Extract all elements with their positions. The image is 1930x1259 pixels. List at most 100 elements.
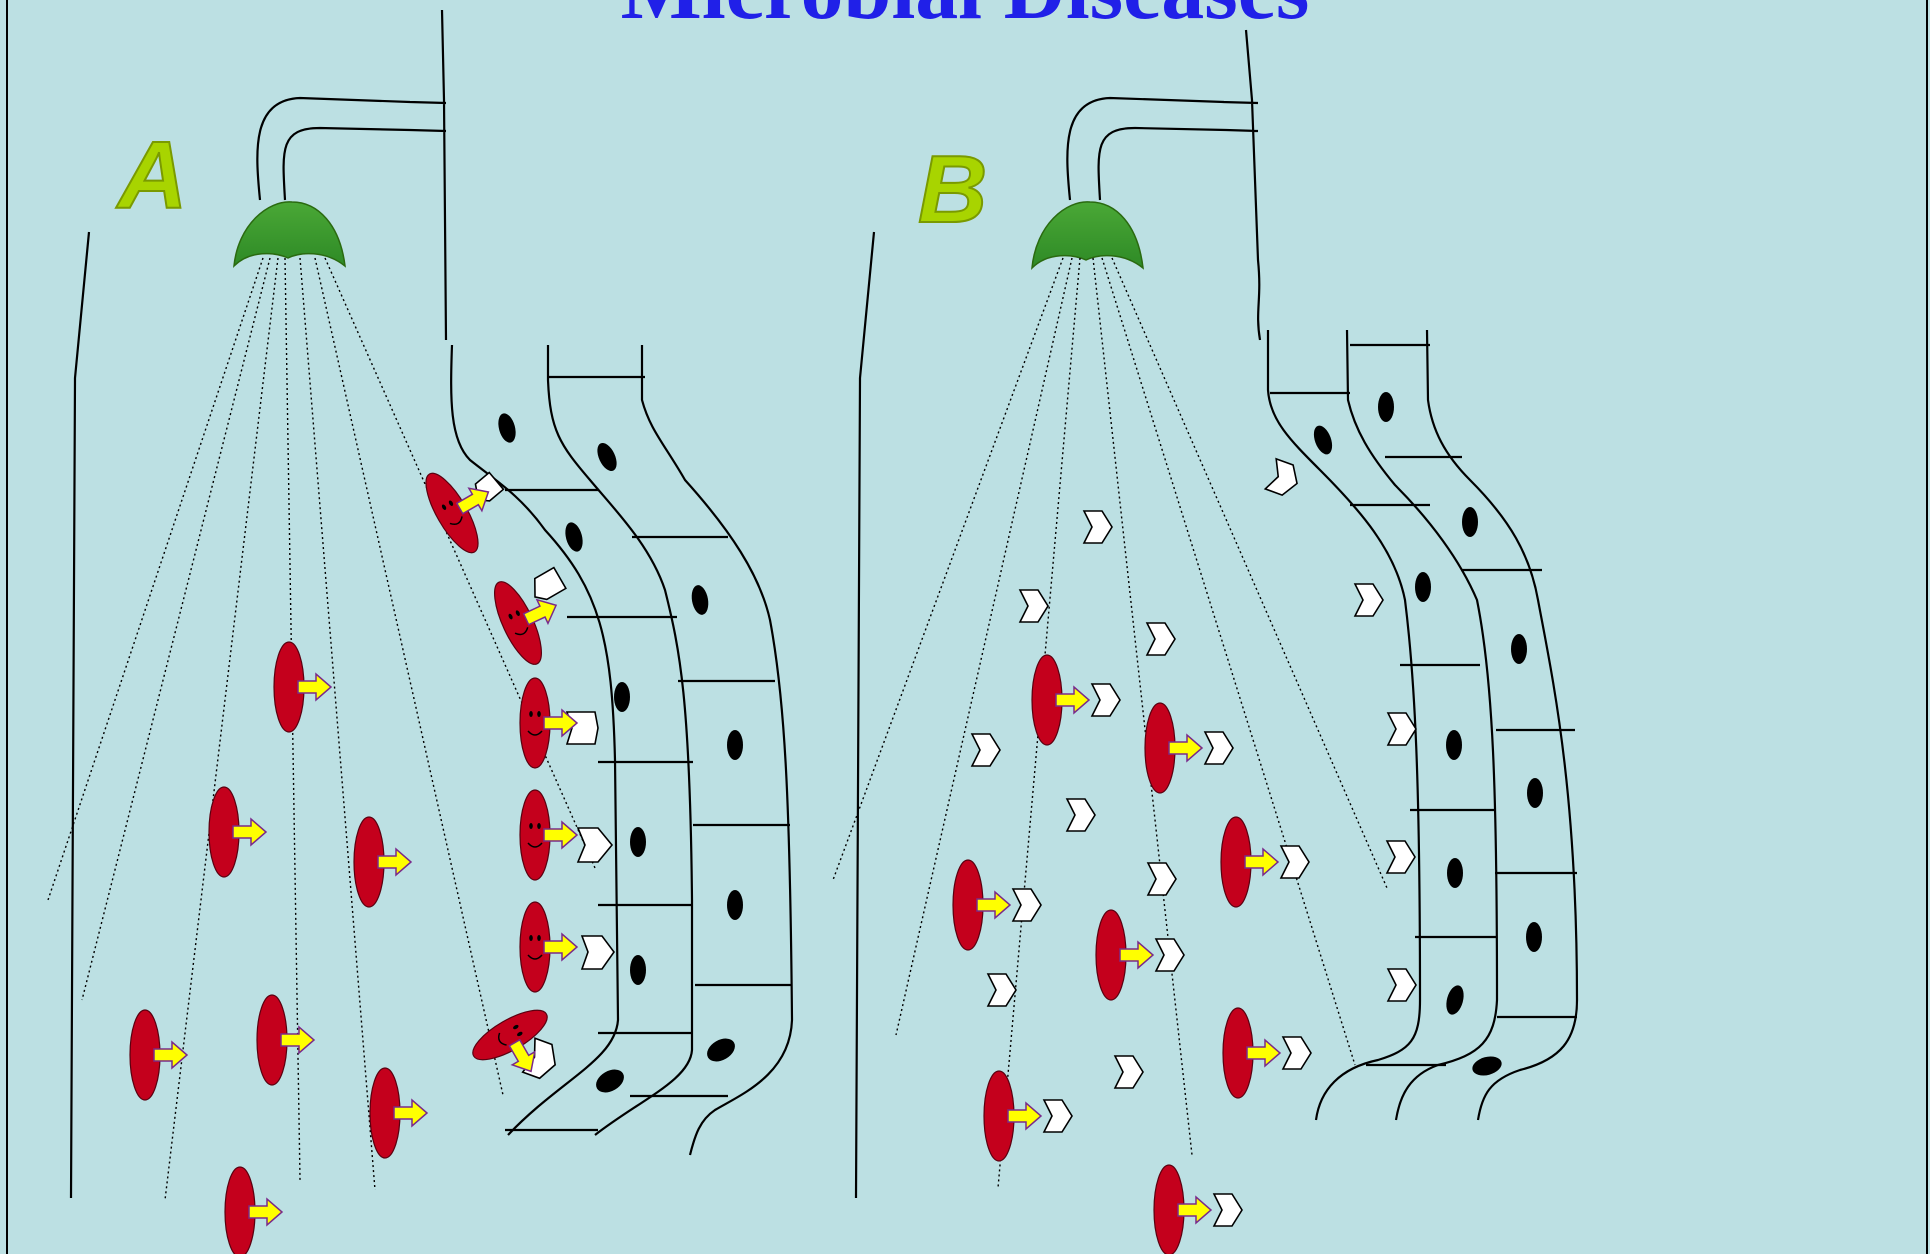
receptor-icon xyxy=(986,973,1017,1007)
receptor-icon xyxy=(1263,457,1298,496)
receptor-icon xyxy=(1146,862,1177,896)
epithelium-a xyxy=(450,344,794,1156)
receptor-icon xyxy=(1090,683,1121,717)
panel-a-label: A xyxy=(116,122,187,229)
cell-nucleus-icon xyxy=(1447,858,1463,888)
free-receptors-b xyxy=(970,457,1417,1089)
microbe-icon xyxy=(1095,909,1185,1001)
microbe-icon xyxy=(519,789,579,881)
receptor-icon xyxy=(1154,938,1185,972)
adhesin-arrow-icon xyxy=(543,820,579,850)
cell-nucleus-icon xyxy=(498,413,516,443)
microbes-b xyxy=(952,654,1312,1256)
receptor-icon xyxy=(1203,731,1234,765)
adhesin-arrow-icon xyxy=(297,672,333,702)
receptor-icon xyxy=(1385,840,1416,874)
receptor-icon xyxy=(533,566,567,601)
microbe-icon xyxy=(1220,816,1310,908)
cell-nucleus-icon xyxy=(691,585,709,615)
adhesin-arrow-icon xyxy=(522,598,558,626)
microbe-icon xyxy=(1144,702,1234,794)
cell-nucleus-icon xyxy=(727,890,743,920)
receptor-icon xyxy=(580,935,615,970)
adhesin-arrow-icon xyxy=(508,1038,536,1073)
receptor-icon xyxy=(1113,1055,1144,1089)
cell-nucleus-icon xyxy=(1526,922,1542,952)
cell-nucleus-icon xyxy=(727,730,743,760)
cell-nucleus-icon xyxy=(1472,1056,1502,1076)
cell-nuclei-b xyxy=(1313,392,1543,1076)
microbe-icon xyxy=(1153,1164,1243,1256)
cell-nucleus-icon xyxy=(597,442,617,472)
receptor-icon xyxy=(970,733,1001,767)
airway-wall-b-left xyxy=(854,231,876,1199)
cell-nucleus-icon xyxy=(1446,730,1462,760)
receptor-icon xyxy=(1353,583,1384,617)
shower-pipe-a xyxy=(256,9,448,341)
microbe-icon xyxy=(273,641,333,733)
adhesin-arrow-icon xyxy=(1119,940,1155,970)
cell-nucleus-icon xyxy=(1415,572,1431,602)
microbe-icon xyxy=(519,677,579,769)
panel-b: B xyxy=(832,29,1579,1256)
adhesin-arrow-icon xyxy=(543,932,579,962)
adhesin-arrow-icon xyxy=(1007,1101,1043,1131)
panel-a: A xyxy=(47,9,794,1258)
microbe-icon xyxy=(519,901,579,993)
receptor-icon xyxy=(576,827,614,863)
cell-nucleus-icon xyxy=(1462,507,1478,537)
microbe-icon xyxy=(472,1009,548,1073)
receptor-icon xyxy=(1018,589,1049,623)
adhesin-arrow-icon xyxy=(1244,847,1280,877)
cell-nucleus-icon xyxy=(596,1069,624,1093)
microbe-icon xyxy=(952,859,1042,951)
microbe-icon xyxy=(425,472,490,554)
receptor-icon xyxy=(1011,888,1042,922)
shower-pipe-b xyxy=(1066,29,1262,341)
microbe-icon xyxy=(129,1009,189,1101)
epithelium-b xyxy=(1266,329,1579,1121)
adhesin-arrow-icon xyxy=(1246,1038,1282,1068)
adhesin-arrow-icon xyxy=(543,708,579,738)
cell-nucleus-icon xyxy=(614,682,630,712)
adhesin-arrow-icon xyxy=(976,890,1012,920)
microbe-icon xyxy=(256,994,316,1086)
microbes-a xyxy=(129,472,579,1258)
cell-nucleus-icon xyxy=(1527,778,1543,808)
adhesin-arrow-icon xyxy=(1055,685,1091,715)
receptor-icon xyxy=(1082,510,1113,544)
microbe-icon xyxy=(353,816,413,908)
receptor-icon xyxy=(1386,712,1417,746)
microbe-icon xyxy=(983,1070,1073,1162)
airway-wall-a-left xyxy=(69,231,91,1199)
adhesin-arrow-icon xyxy=(248,1197,284,1227)
receptor-icon xyxy=(1279,845,1310,879)
cell-nucleus-icon xyxy=(707,1038,735,1062)
adhesin-arrow-icon xyxy=(232,817,268,847)
slide-title: Microbial Diseases xyxy=(0,0,1930,32)
panel-b-label: B xyxy=(918,136,987,243)
receptor-icon xyxy=(1386,968,1417,1002)
adhesin-arrow-icon xyxy=(153,1040,189,1070)
cell-nucleus-icon xyxy=(1378,392,1394,422)
cell-nucleus-icon xyxy=(630,955,646,985)
receptor-icon xyxy=(1145,622,1176,656)
adhesin-arrow-icon xyxy=(377,847,413,877)
adhesin-arrow-icon xyxy=(455,487,490,515)
cell-nucleus-icon xyxy=(1313,425,1333,455)
cell-nucleus-icon xyxy=(1511,634,1527,664)
shower-head-icon xyxy=(1031,201,1144,270)
microbe-icon xyxy=(1222,1007,1312,1099)
receptor-icon xyxy=(1065,798,1096,832)
adhesin-arrow-icon xyxy=(393,1098,429,1128)
receptor-icon xyxy=(1212,1193,1243,1227)
cell-nucleus-icon xyxy=(1446,985,1464,1015)
adhesin-arrow-icon xyxy=(280,1025,316,1055)
adhesin-arrow-icon xyxy=(1177,1195,1213,1225)
receptor-icon xyxy=(565,711,599,745)
microbe-icon xyxy=(494,581,558,665)
microbe-icon xyxy=(369,1067,429,1159)
